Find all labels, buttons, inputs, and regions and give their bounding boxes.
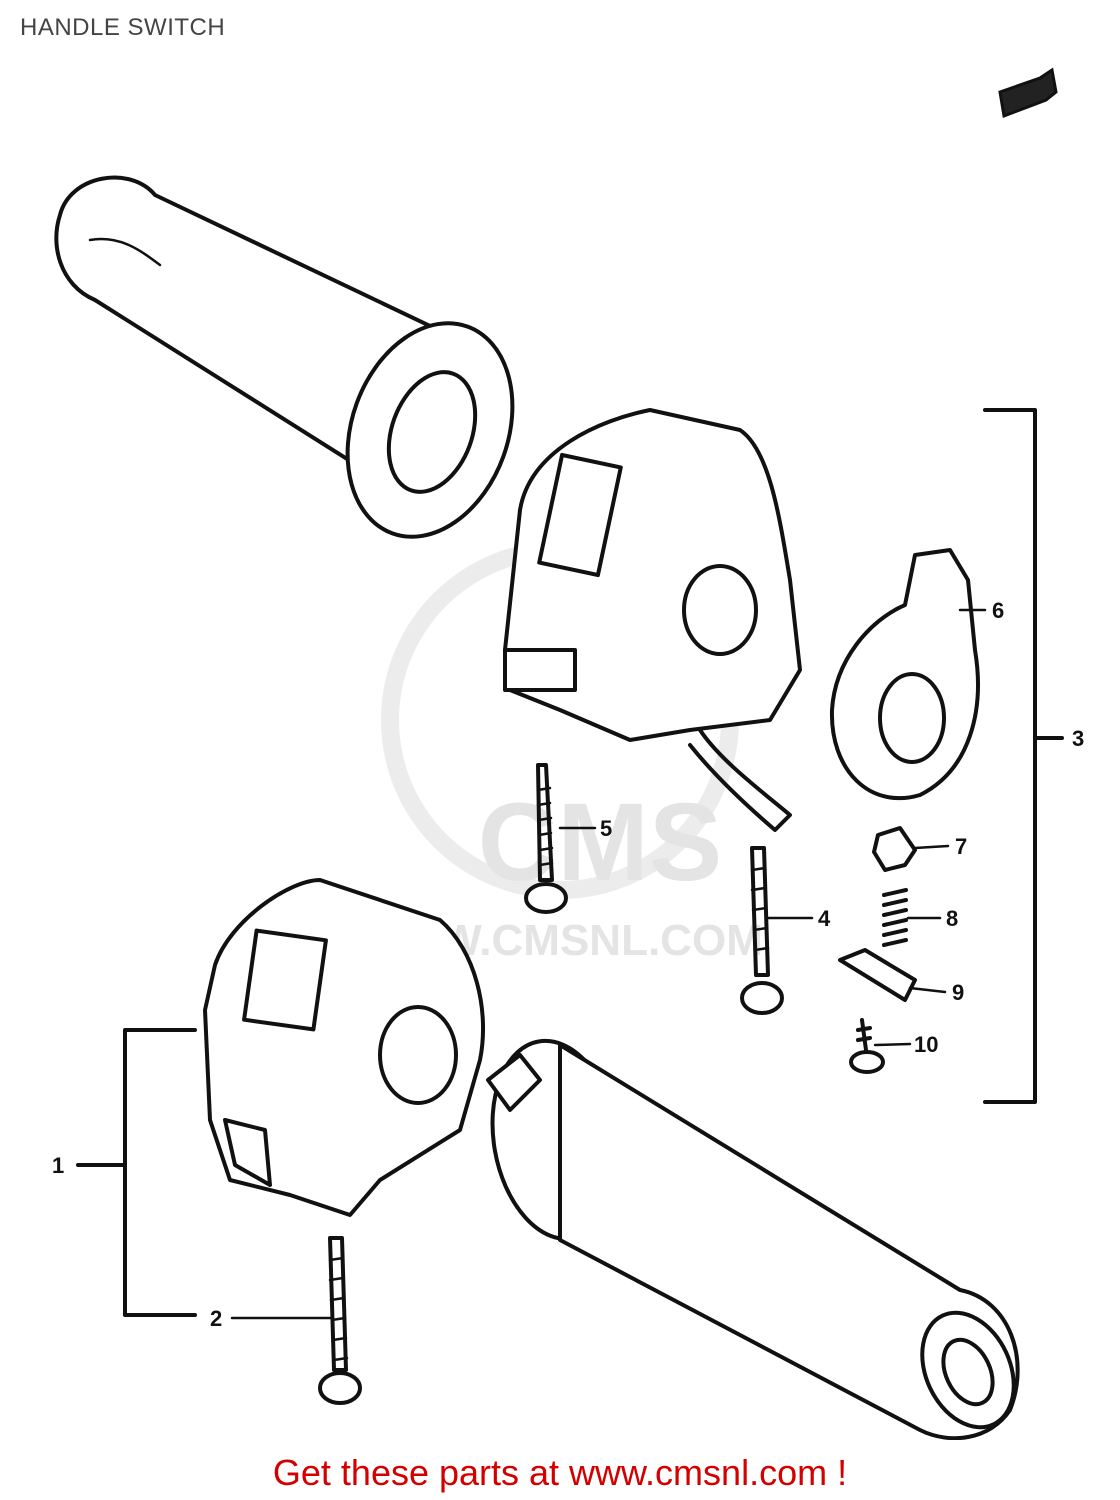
throttle-drum bbox=[829, 548, 980, 801]
watermark-logo: CMS bbox=[478, 781, 722, 904]
clamp-plate bbox=[838, 948, 917, 1002]
front-direction-icon bbox=[998, 67, 1058, 119]
callout-5: 5 bbox=[600, 816, 612, 841]
callout-3: 3 bbox=[1072, 726, 1084, 751]
leader-lines bbox=[230, 608, 987, 1320]
left-handle-grip bbox=[54, 175, 515, 539]
parts-link-banner[interactable]: Get these parts at www.cmsnl.com ! bbox=[272, 1452, 848, 1493]
callout-9: 9 bbox=[952, 980, 964, 1005]
spring bbox=[882, 888, 908, 947]
adjuster-cap bbox=[872, 826, 917, 872]
callout-8: 8 bbox=[946, 906, 958, 931]
left-switch-housing bbox=[203, 878, 485, 1217]
screw-4 bbox=[740, 846, 784, 1015]
exploded-parts-diagram: CMS WWW.CMSNL.COM bbox=[52, 67, 1084, 1440]
right-switch-housing bbox=[503, 408, 802, 832]
screw-5 bbox=[524, 763, 568, 914]
callout-4: 4 bbox=[818, 906, 831, 931]
callout-2: 2 bbox=[210, 1306, 222, 1331]
callout-6: 6 bbox=[992, 598, 1004, 623]
callout-10: 10 bbox=[914, 1032, 938, 1057]
group-bracket-3 bbox=[983, 408, 1064, 1104]
right-throttle-grip bbox=[486, 1038, 1020, 1440]
page-title: HANDLE SWITCH bbox=[20, 14, 226, 41]
callout-labels: 1 2 3 4 5 6 7 8 9 10 bbox=[52, 598, 1084, 1331]
callout-7: 7 bbox=[955, 834, 967, 859]
group-bracket-1 bbox=[76, 1028, 197, 1317]
screw-2 bbox=[318, 1236, 362, 1405]
small-screw bbox=[849, 1018, 885, 1074]
callout-1: 1 bbox=[52, 1153, 64, 1178]
